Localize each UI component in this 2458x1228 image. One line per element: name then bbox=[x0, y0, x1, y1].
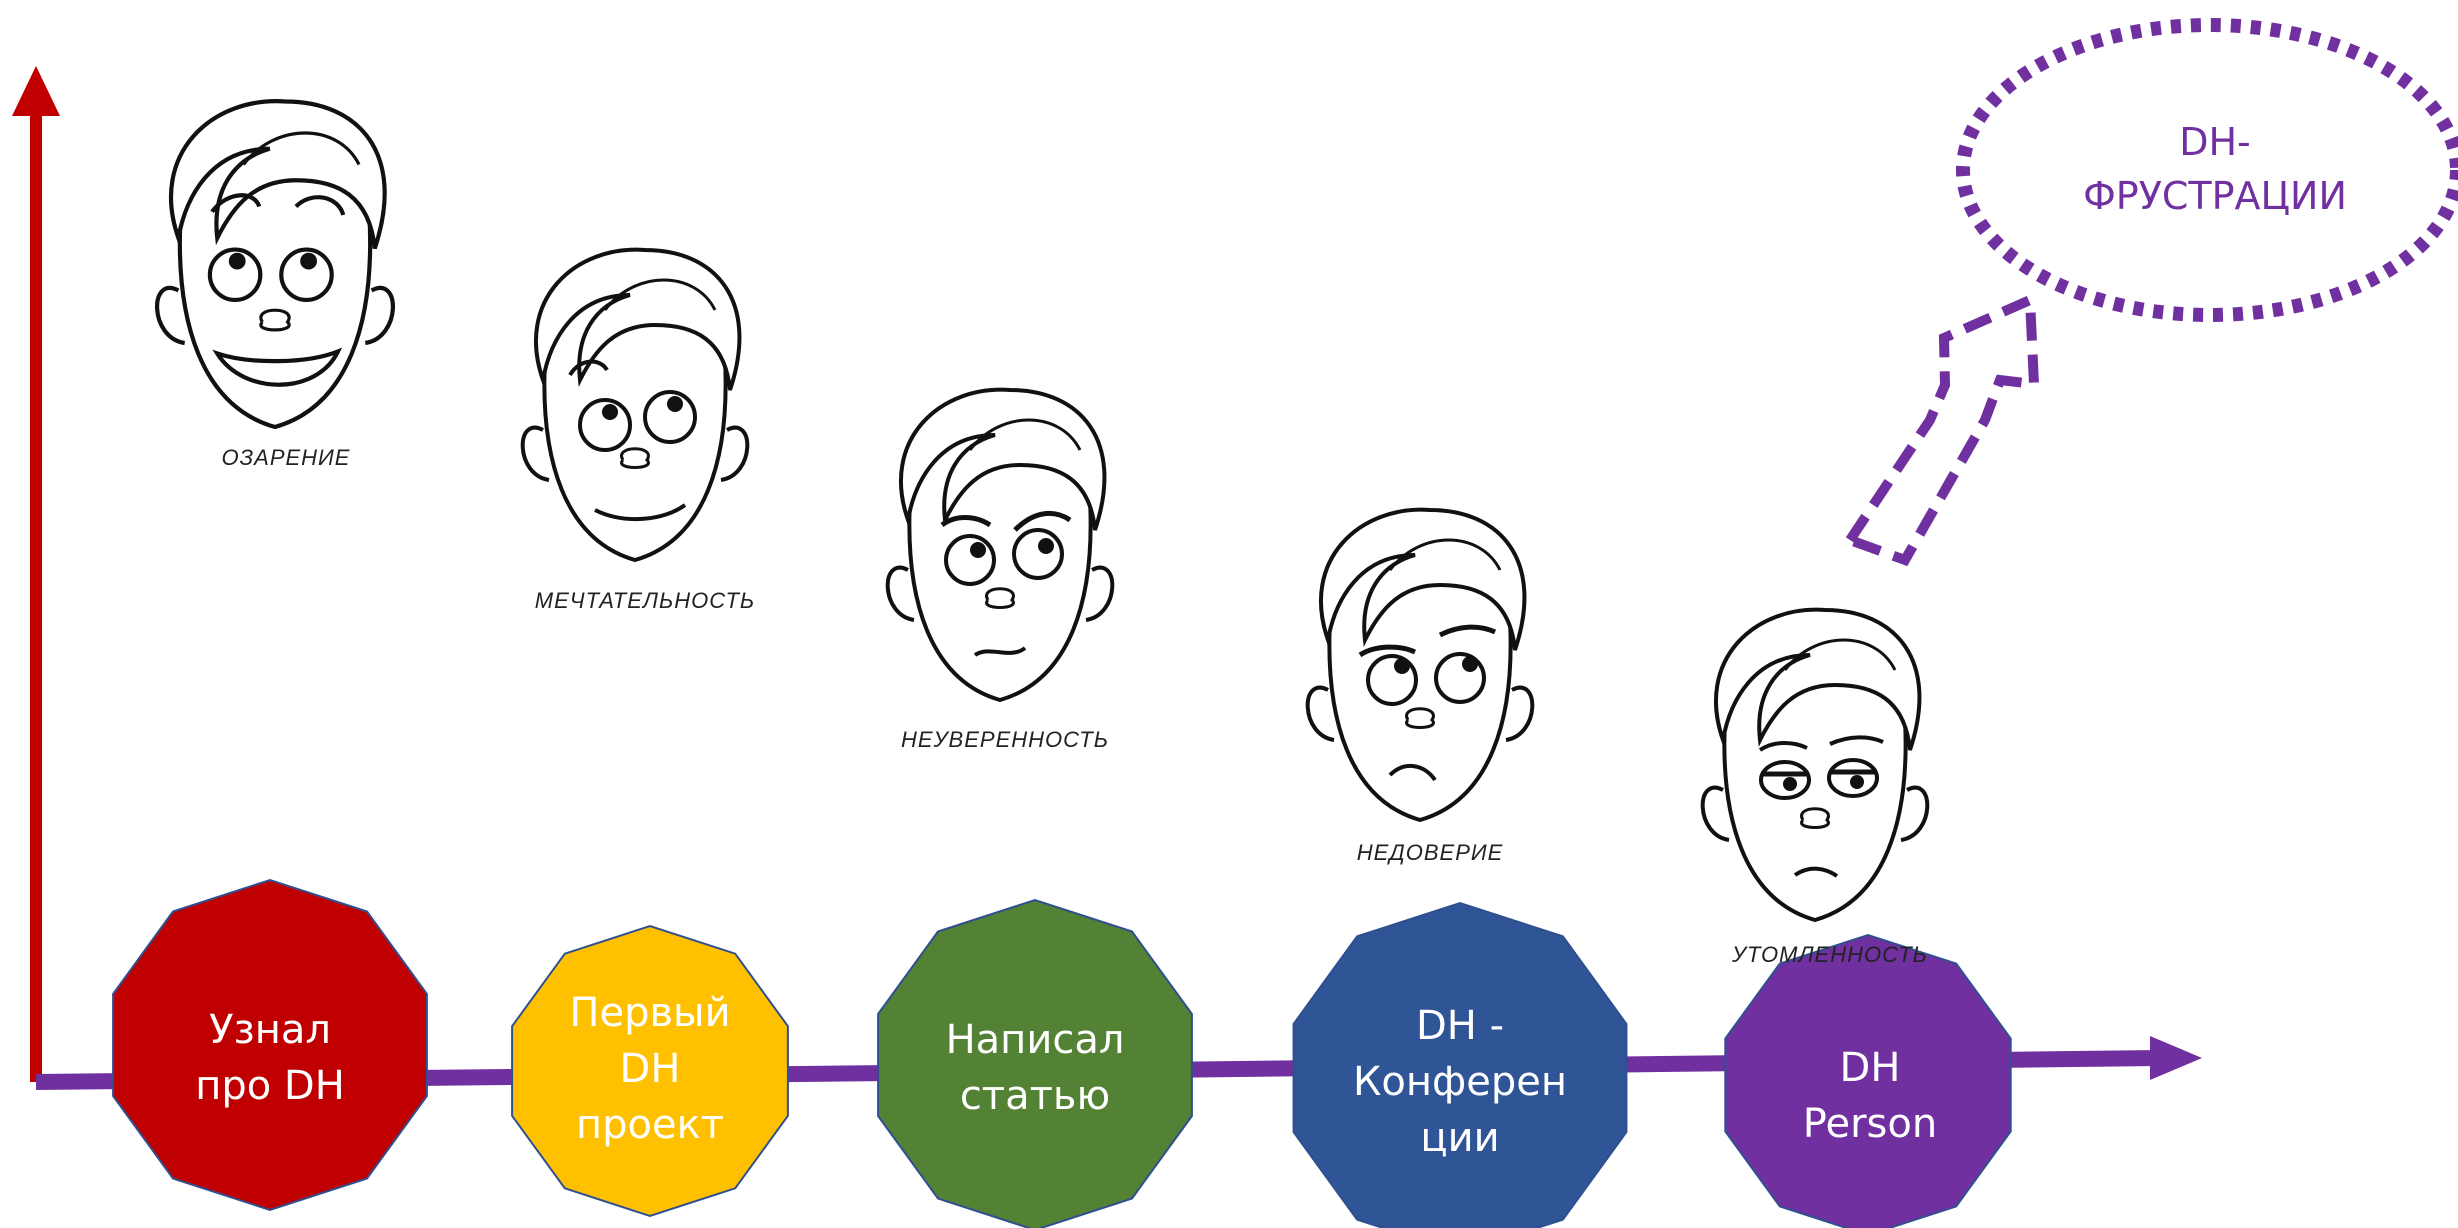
face-joy bbox=[157, 101, 393, 427]
face-tired bbox=[1700, 607, 1930, 922]
bubble-line1: DH- bbox=[2179, 120, 2251, 164]
stage-2-shape bbox=[511, 924, 789, 1218]
x-axis-arrowhead bbox=[2150, 1036, 2202, 1080]
face-label-tired: УТОМЛЕННОСТЬ bbox=[1731, 942, 1928, 967]
stage-2-line2: DH bbox=[619, 1046, 681, 1092]
frustration-bubble bbox=[1956, 18, 2458, 322]
stage-4-line2: Конферен bbox=[1353, 1059, 1567, 1105]
face-dreamy bbox=[520, 247, 750, 562]
stage-5-line1: DH bbox=[1839, 1045, 1901, 1091]
stage-4-line3: ции bbox=[1420, 1115, 1500, 1161]
stage-5-line2: Person bbox=[1802, 1101, 1938, 1147]
stage-3-line2: статью bbox=[959, 1073, 1111, 1119]
bubble-line2: ФРУСТРАЦИИ bbox=[2083, 174, 2347, 218]
face-label-joy: ОЗАРЕНИЕ bbox=[221, 445, 351, 470]
stage-2-text: Первый DH проект bbox=[510, 985, 790, 1153]
stage-3-shape bbox=[877, 898, 1193, 1228]
y-axis-arrowhead bbox=[12, 66, 60, 116]
face-distrust bbox=[1305, 507, 1535, 822]
stage-5-text: DH Person bbox=[1720, 1040, 2020, 1152]
stage-1-line2: про DH bbox=[195, 1063, 345, 1109]
stage-2-line3: проект bbox=[575, 1102, 725, 1148]
stage-4-line1: DH - bbox=[1415, 1003, 1505, 1049]
stage-3-text: Написал статью bbox=[875, 1012, 1195, 1124]
stage-4-text: DH - Конферен ции bbox=[1290, 998, 1630, 1166]
face-label-dreamy: МЕЧТАТЕЛЬНОСТЬ bbox=[534, 588, 756, 613]
face-label-distrust: НЕДОВЕРИЕ bbox=[1356, 840, 1504, 865]
stage-4-shape bbox=[1292, 901, 1628, 1228]
face-unsure bbox=[885, 387, 1115, 702]
dashed-arrow bbox=[1842, 292, 2040, 567]
stage-1-text: Узнал про DH bbox=[110, 1002, 430, 1114]
stage-3-line1: Написал bbox=[945, 1017, 1125, 1063]
stage-1-shape bbox=[112, 878, 428, 1212]
stage-1-line1: Узнал bbox=[209, 1007, 331, 1053]
bubble-text: DH- ФРУСТРАЦИИ bbox=[2045, 115, 2385, 223]
face-label-unsure: НЕУВЕРЕННОСТЬ bbox=[900, 727, 1110, 752]
stage-5-shape bbox=[1724, 933, 2012, 1228]
stage-2-line1: Первый bbox=[569, 990, 731, 1036]
